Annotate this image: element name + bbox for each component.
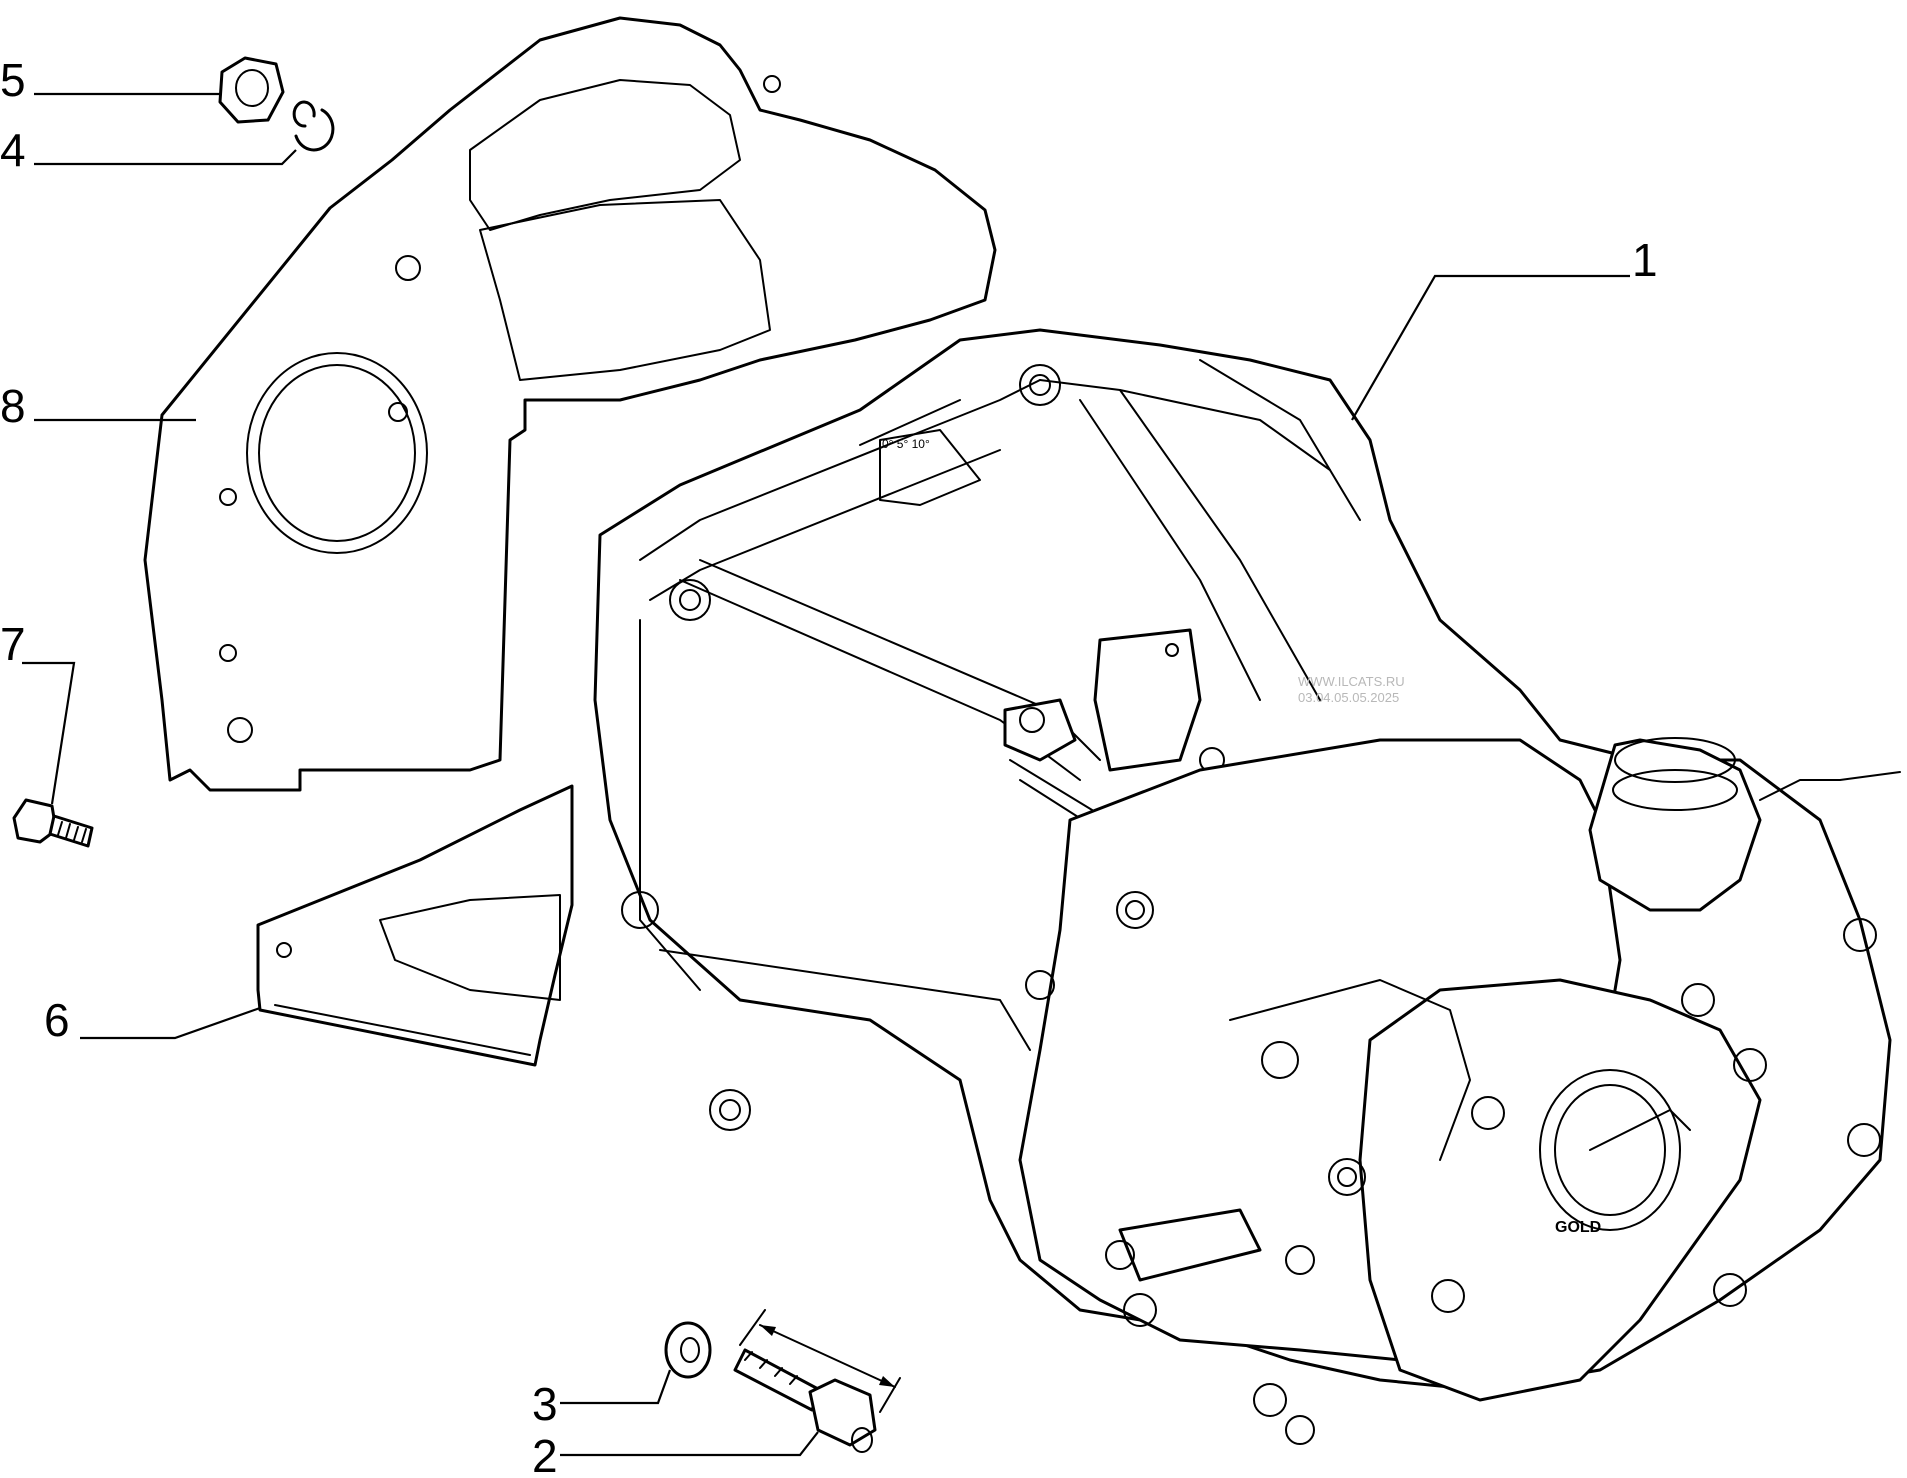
spring-washer xyxy=(292,100,335,152)
nut xyxy=(218,56,285,124)
callout-4: 4 xyxy=(0,124,26,176)
callout-7: 7 xyxy=(0,618,26,670)
watermark: WWW.ILCATS.RU 03.04.05.05.2025 xyxy=(1298,674,1405,705)
lower-cover-plate xyxy=(256,784,574,1067)
callout-2: 2 xyxy=(532,1430,558,1478)
scale-marks: 0° 5° 10° xyxy=(882,437,930,451)
callout-1: 1 xyxy=(1632,234,1658,286)
watermark-line-2: 03.04.05.05.2025 xyxy=(1298,690,1399,705)
watermark-line-1: WWW.ILCATS.RU xyxy=(1298,674,1405,689)
leader-6 xyxy=(80,1006,261,1040)
leader-3 xyxy=(560,1369,672,1405)
bolt xyxy=(733,1348,877,1453)
leader-1 xyxy=(1351,274,1630,421)
washer xyxy=(664,1321,712,1379)
leader-lines xyxy=(22,92,1630,1457)
gearbox-assembly: 0° 5° 10° GOLD xyxy=(593,328,1901,1445)
callout-3: 3 xyxy=(532,1378,558,1430)
callout-6: 6 xyxy=(44,994,70,1046)
callout-8: 8 xyxy=(0,380,26,432)
screw xyxy=(12,798,94,848)
flywheel-cover-plate xyxy=(143,16,997,792)
leader-7 xyxy=(22,661,76,805)
leader-2 xyxy=(560,1431,819,1457)
callout-5: 5 xyxy=(0,54,26,106)
leader-4 xyxy=(34,149,297,166)
callout-labels: 1 2 3 4 5 6 7 8 xyxy=(0,54,1658,1478)
housing-brand-text: GOLD xyxy=(1555,1219,1601,1236)
